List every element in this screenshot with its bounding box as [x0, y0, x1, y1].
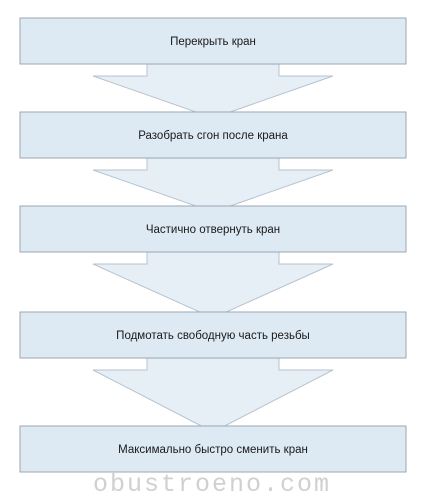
- site-watermark: obustroeno.com: [92, 470, 332, 499]
- step-label-2: Разобрать сгон после крана: [138, 130, 288, 142]
- step-label-3: Частично отвернуть кран: [146, 224, 280, 236]
- step-label-4: Подмотать свободную часть резьбы: [116, 330, 310, 342]
- step-box-rect-1: [19, 17, 407, 65]
- step-box-1: Перекрыть кран: [19, 17, 407, 65]
- step-box-4: Подмотать свободную часть резьбы: [19, 311, 407, 359]
- arrows-layer: [92, 63, 334, 433]
- step-label-5: Максимально быстро сменить кран: [118, 444, 308, 456]
- step-box-rect-2: [19, 111, 407, 159]
- flow-arrow-4: [92, 357, 334, 433]
- step-box-2: Разобрать сгон после крана: [19, 111, 407, 159]
- flow-arrow-1: [92, 63, 334, 119]
- step-box-3: Частично отвернуть кран: [19, 205, 407, 253]
- step-label-1: Перекрыть кран: [170, 36, 256, 48]
- step-box-rect-3: [19, 205, 407, 253]
- step-box-rect-5: [19, 425, 407, 473]
- step-box-rect-4: [19, 311, 407, 359]
- flow-arrow-3: [92, 251, 334, 319]
- step-box-5: Максимально быстро сменить кран: [19, 425, 407, 473]
- flow-arrow-2: [92, 157, 334, 213]
